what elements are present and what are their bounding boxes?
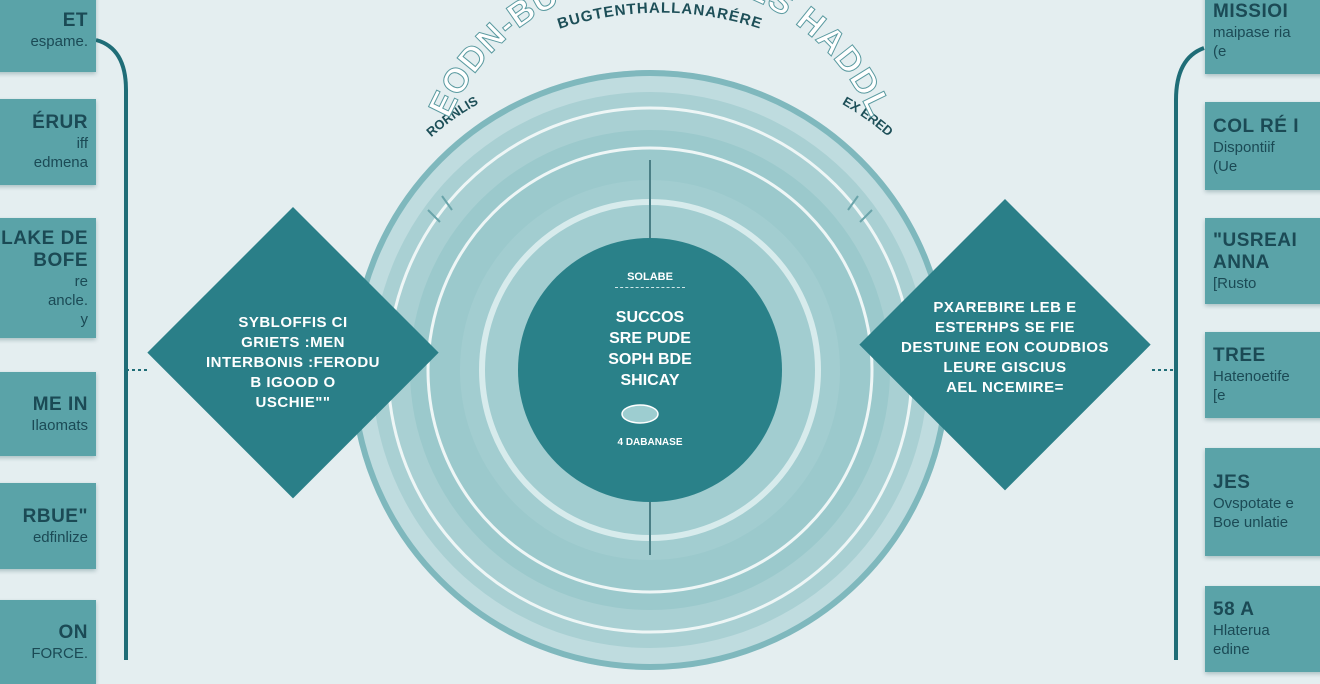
card-title: ÉRUR [32,112,88,133]
right-card: TREE Hatenoetife [e [1205,332,1320,418]
card-title: COL RÉ I [1213,116,1299,137]
card-subtitle: [Rusto [1213,274,1257,292]
center-badge-icon [621,404,659,424]
card-subtitle: Hatenoetife [e [1213,368,1290,404]
right-diamond-line: AEL NCEMIRE= [946,379,1064,396]
left-card: ÉRUR iff edmena [0,99,96,185]
card-subtitle: Dispontiif (Ue [1213,139,1275,175]
left-diamond-line: B IGOOD O [250,374,336,391]
card-subtitle: re ancle. y [47,272,88,328]
left-diamond-line: SYBLOFFIS CI [238,314,348,331]
card-title: 58 A [1213,599,1255,620]
left-card: RBUE" edfinlize [0,483,96,569]
card-title: TREE [1213,345,1266,366]
card-subtitle: iff edmena [33,135,88,171]
card-subtitle: espame. [30,32,88,50]
right-card: COL RÉ I Dispontiif (Ue [1205,102,1320,190]
center-line: SOPH BDE [608,351,692,368]
right-card: JES Ovspotate e Boe unlatie [1205,448,1320,556]
center-line: SHICAY [620,372,680,389]
card-subtitle: edfinlize [32,528,88,546]
right-card: "USREAI ANNA [Rusto [1205,218,1320,304]
card-title: ME IN [32,393,88,415]
left-card: ME IN Ilaomats [0,372,96,456]
left-diamond-line: GRIETS :MEN [241,334,345,351]
left-diamond-line: USCHIE"" [255,394,331,411]
card-subtitle: maipase ria (e [1213,24,1291,60]
card-subtitle: Ilaomats [31,416,88,434]
right-diamond-line: PXAREBIRE LEB E [933,299,1077,316]
right-card: MISSIOI maipase ria (e [1205,0,1320,74]
card-title: "USREAI ANNA [1213,229,1298,273]
center-text: SOLABE SUCCOS SRE PUDE SOPH BDE SHICAY 4… [560,270,740,449]
right-card: 58 A Hlaterua edine [1205,586,1320,672]
card-subtitle: Ovspotate e Boe unlatie [1213,495,1294,531]
top-label: BUGTENTHALLANARÉRE [555,0,764,33]
center-small-top: SOLABE [627,271,673,283]
left-card: LAKE DE BOFE re ancle. y [0,218,96,338]
right-diamond-line: ESTERHPS SE FIE [934,319,1076,336]
card-title: RBUE" [22,505,88,527]
left-card: ET espame. [0,0,96,72]
card-subtitle: Hlaterua edine [1213,622,1270,658]
card-title: JES [1213,472,1251,493]
left-diamond-line: INTERBONIS :FERODU [206,354,380,371]
card-subtitle: FORCE. [31,644,88,662]
right-diamond-text: PXAREBIRE LEB E ESTERHPS SE FIE DESTUINE… [880,298,1130,398]
center-line: SRE PUDE [609,330,691,347]
card-title: ET [62,9,88,31]
left-card: ON FORCE. [0,600,96,684]
right-diamond-line: DESTUINE EON COUDBIOS [900,339,1110,356]
center-core [518,238,782,502]
left-diamond-text: SYBLOFFIS CI GRIETS :MEN INTERBONIS :FER… [180,313,406,413]
center-small-bottom: 4 DABANASE [617,437,683,448]
right-diamond-line: LEURE GISCIUS [943,359,1067,376]
card-title: LAKE DE BOFE [1,227,88,271]
card-title: MISSIOI [1213,1,1289,22]
card-title: ON [58,621,88,643]
center-line: SUCCOS [615,309,685,326]
